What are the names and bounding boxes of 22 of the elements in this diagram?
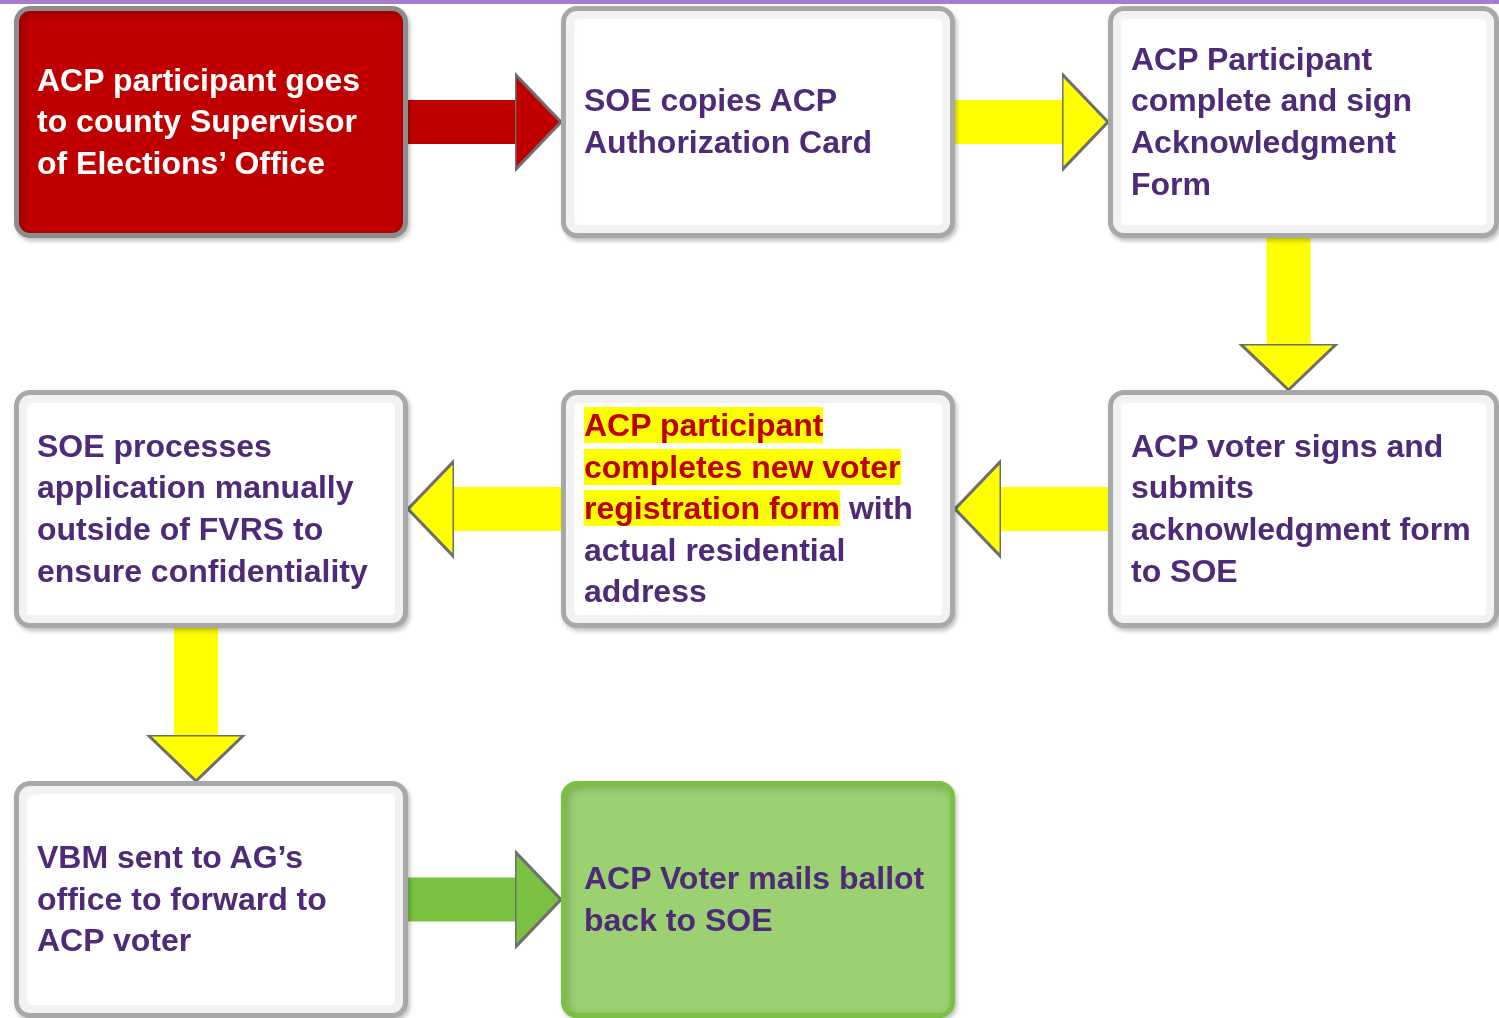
block-arrow [955, 72, 1110, 172]
step-text: ACP participant goes to county Supervisor of Elections’ Office [37, 60, 362, 183]
block-arrow [408, 850, 563, 949]
step-text: ACP Voter mails ballot back to SOE [584, 858, 926, 940]
process-box [561, 390, 955, 628]
process-box [561, 781, 955, 1018]
step-text: ACP Participant complete and sign Acknowledgment Form [1131, 39, 1413, 204]
process-box [1108, 390, 1499, 628]
step-text: SOE copies ACP Authorization Card [584, 81, 873, 162]
block-arrow [408, 72, 563, 172]
step-text: SOE processes application manually outside of FVRS to ensure confidentiality [37, 426, 369, 591]
block-arrow [406, 459, 561, 559]
step-text: ACP voter signs and submits acknowledgment form to SOE [1131, 426, 1472, 591]
block-arrow [953, 459, 1108, 559]
process-box [1108, 6, 1499, 238]
block-arrow [146, 628, 246, 783]
process-box [14, 6, 408, 238]
process-box [14, 781, 408, 1018]
process-box [14, 390, 408, 628]
step-text: VBM sent to AG’s office to forward to ACP voter [37, 838, 328, 961]
block-arrow [1239, 238, 1338, 392]
process-box [561, 6, 955, 238]
